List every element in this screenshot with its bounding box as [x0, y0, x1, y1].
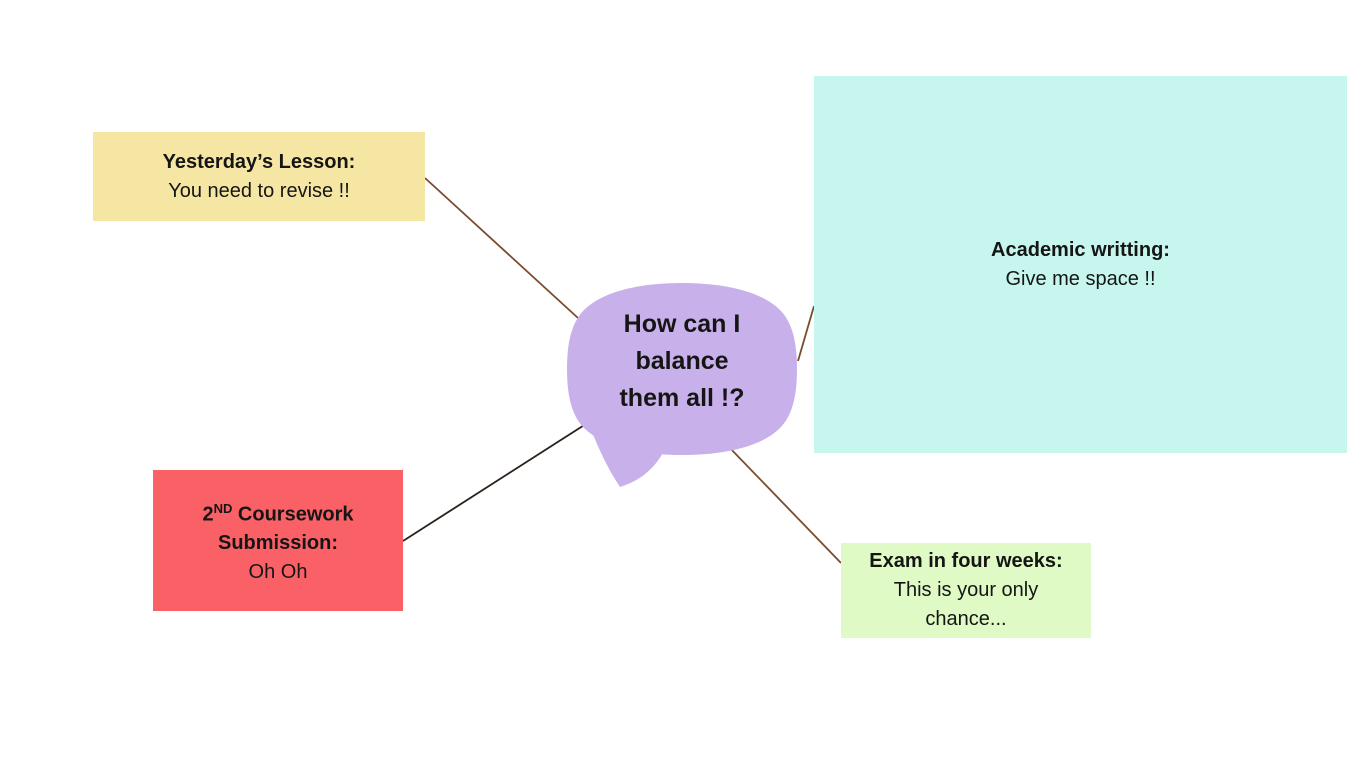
- note-exam-four-weeks[interactable]: Exam in four weeks: This is your only ch…: [841, 543, 1091, 638]
- note-yesterdays-lesson[interactable]: Yesterday’s Lesson: You need to revise !…: [93, 132, 425, 221]
- speech-bubble-tail: [590, 427, 667, 487]
- note-body: Oh Oh: [248, 561, 308, 584]
- note-title: 2ND Coursework Submission:: [168, 494, 388, 559]
- note-body: Give me space !!: [1005, 267, 1156, 290]
- note-body: This is your only chance...: [893, 579, 1039, 630]
- bubble-text-line: How can I: [623, 310, 741, 338]
- note-title: Exam in four weeks:: [869, 550, 1063, 572]
- bubble-text-line: balance: [635, 347, 729, 375]
- note-title-rest: Coursework Submission:: [217, 503, 354, 555]
- bubble-text-line: them all !?: [619, 384, 745, 412]
- note-title-prefix: 2: [202, 503, 214, 526]
- speech-bubble-text: How can I balance them all !?: [567, 306, 797, 417]
- note-body: You need to revise !!: [168, 179, 350, 202]
- note-title: Academic writting:: [991, 238, 1170, 261]
- connector-exam-line: [726, 444, 842, 564]
- connector-yesterday-line: [424, 177, 579, 319]
- note-coursework-submission[interactable]: 2ND Coursework Submission: Oh Oh: [153, 470, 403, 611]
- note-title-superscript: ND: [213, 500, 233, 516]
- connector-academic-line: [797, 305, 815, 362]
- note-academic-writing[interactable]: Academic writting: Give me space !!: [814, 76, 1347, 453]
- speech-bubble-shape[interactable]: [567, 283, 797, 455]
- connector-coursework-line: [402, 421, 590, 542]
- note-title: Yesterday’s Lesson:: [162, 150, 356, 173]
